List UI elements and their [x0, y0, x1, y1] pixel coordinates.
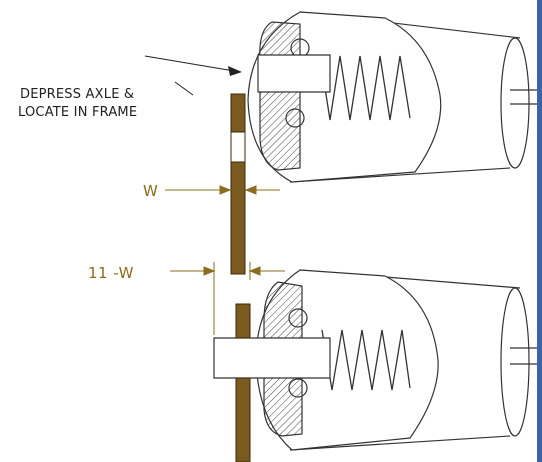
bottom-bearing-ball-lower — [288, 378, 308, 398]
bottom-bearing-ball-upper — [288, 308, 308, 328]
top-roller-assembly — [247, 11, 540, 183]
top-spring — [319, 55, 411, 121]
top-axle — [257, 54, 331, 93]
top-bearing-housing — [259, 21, 301, 171]
dimension-w — [165, 185, 280, 195]
bottom-spring — [321, 329, 411, 391]
dimension-w-label: W — [143, 182, 158, 200]
right-edge-bar — [537, 0, 542, 462]
top-frame-bar — [230, 93, 246, 275]
bottom-roller-assembly — [213, 269, 540, 451]
callout-line-1: DEPRESS AXLE & — [20, 87, 134, 102]
dimension-11-w-label: 11 -W — [88, 264, 134, 282]
bottom-axle — [213, 337, 331, 379]
top-roller-tube-end — [500, 37, 530, 169]
callout-line-2: LOCATE IN FRAME — [18, 105, 137, 120]
bottom-frame-bar — [235, 303, 251, 462]
dimension-11-w — [170, 262, 285, 335]
top-bearing-ball-lower — [285, 108, 305, 128]
callout-arrow — [144, 55, 242, 96]
bottom-roller-tube-end — [500, 287, 530, 437]
